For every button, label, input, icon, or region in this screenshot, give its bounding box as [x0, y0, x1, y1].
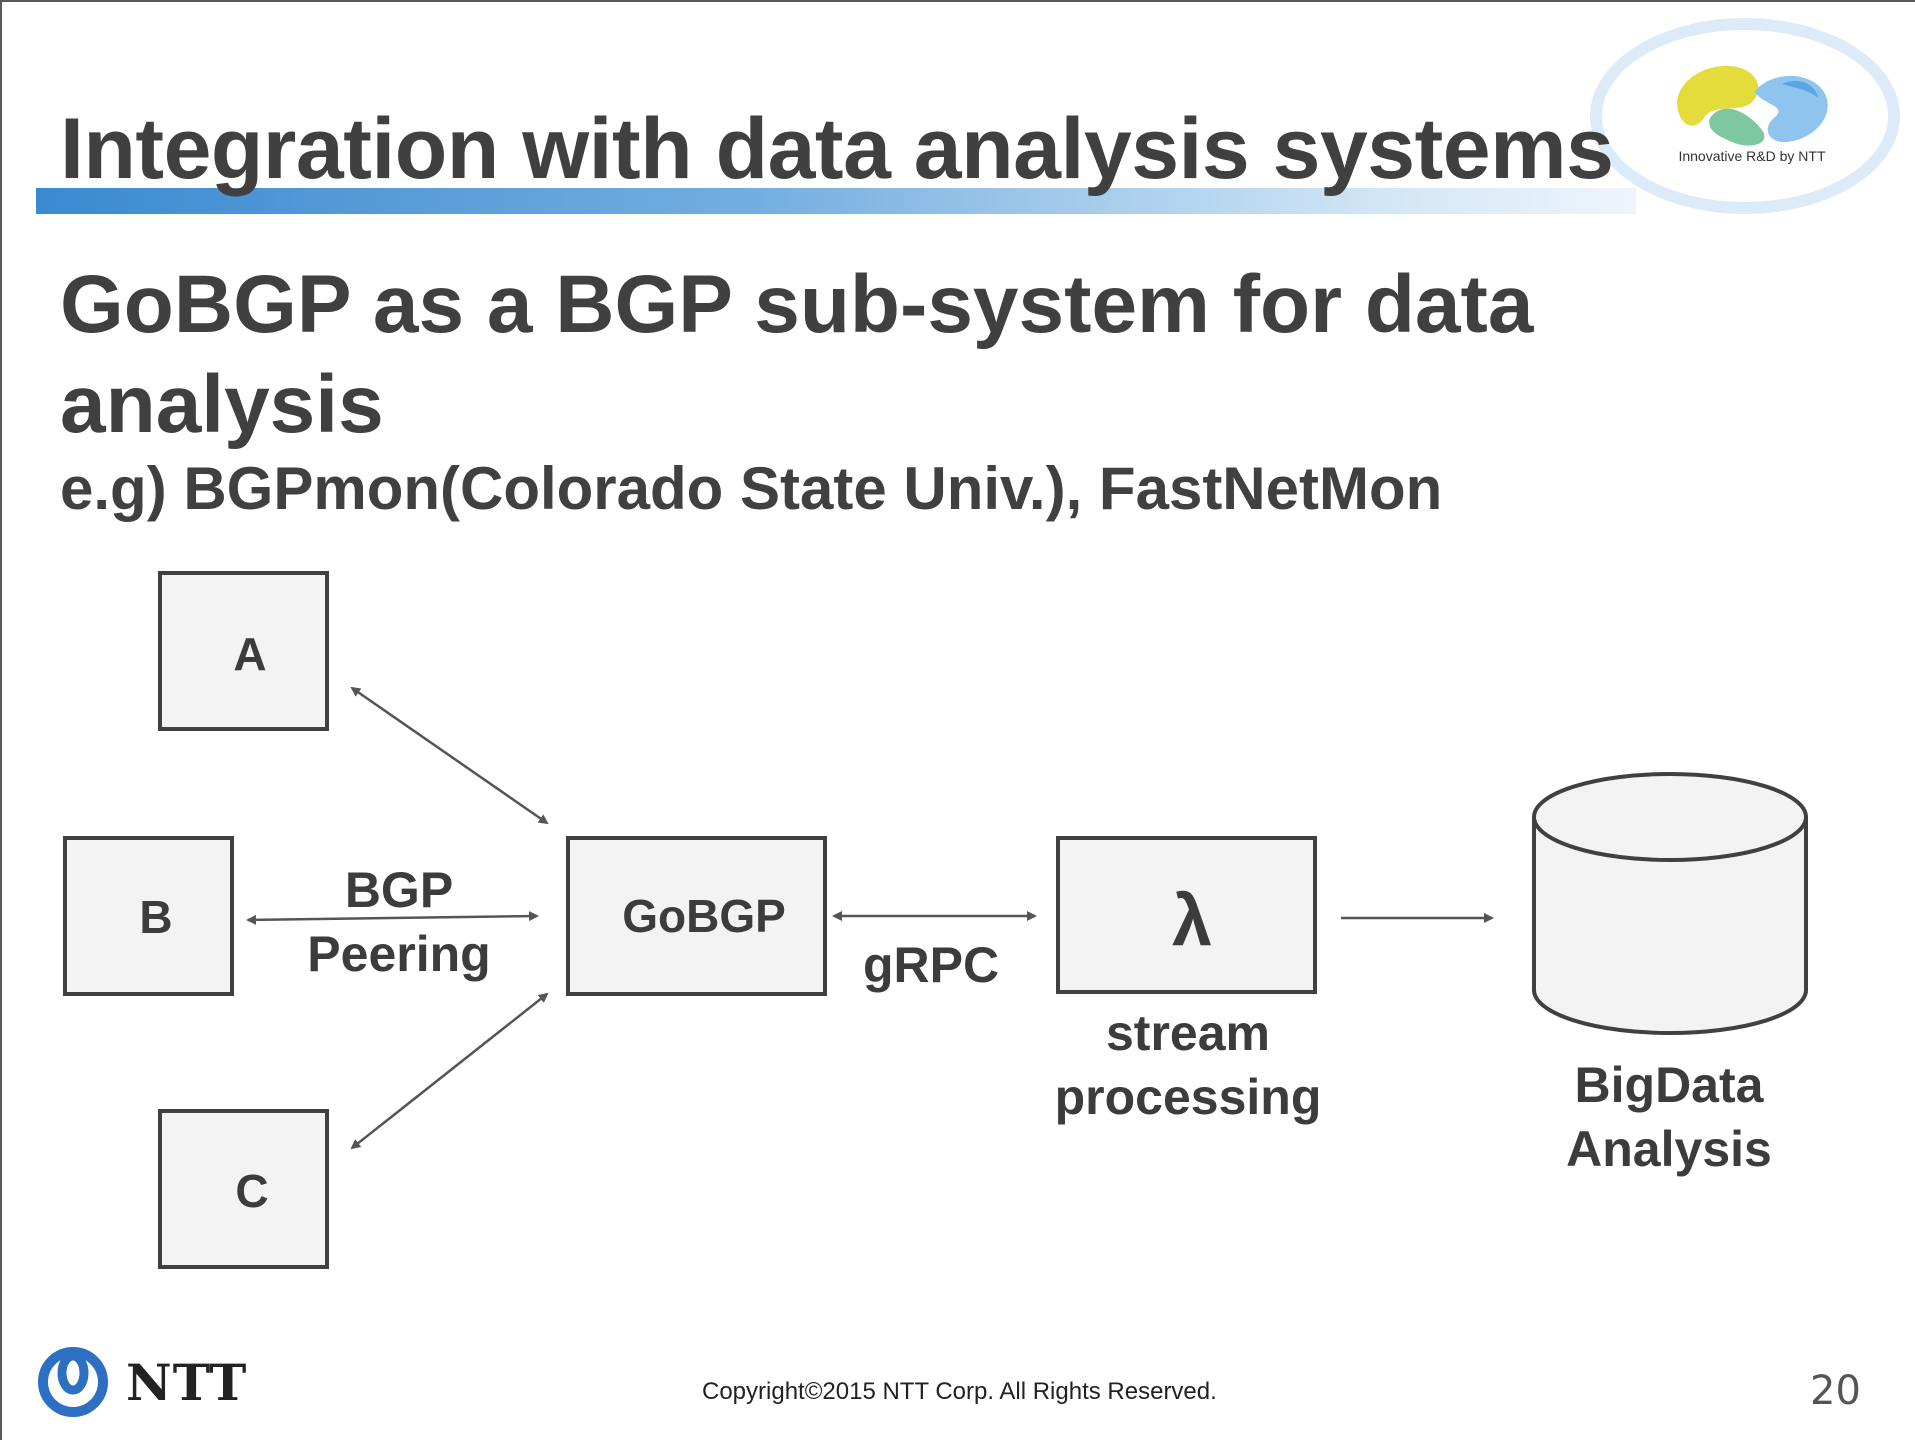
arrow-b-gobgp	[246, 911, 539, 925]
stream-processing-label-line2: processing	[1055, 1069, 1322, 1125]
innovative-rnd-logo-icon	[1677, 65, 1828, 146]
bgp-peering-label-line2: Peering	[307, 926, 490, 982]
subline: e.g) BGPmon(Colorado State Univ.), FastN…	[60, 455, 1443, 522]
peer-a-box	[158, 571, 329, 731]
stream-processing-label-line1: stream	[1106, 1005, 1270, 1061]
ntt-brand-wordmark: NTT	[126, 1353, 248, 1412]
gobgp-box	[566, 836, 827, 996]
bgp-peering-label-line1: BGP	[345, 862, 453, 918]
lambda-box	[1056, 836, 1317, 994]
peer-b-box	[63, 836, 234, 996]
grpc-label: gRPC	[863, 937, 999, 993]
ntt-logo-icon	[38, 1347, 108, 1417]
copyright-notice: Copyright©2015 NTT Corp. All Rights Rese…	[702, 1378, 1217, 1405]
bigdata-cylinder	[1532, 772, 1808, 1035]
bigdata-analysis-label-line1: BigData	[1575, 1057, 1765, 1113]
peer-c-label: C	[235, 1165, 268, 1217]
bigdata-analysis-label-line2: Analysis	[1566, 1121, 1772, 1177]
page-title: Integration with data analysis systems	[60, 101, 1614, 197]
logo-tagline: Innovative R&D by NTT	[1678, 148, 1826, 164]
headline: GoBGP as a BGP sub-system for data analy…	[60, 259, 1534, 450]
peer-c-box	[158, 1109, 329, 1269]
peer-a-label: A	[233, 628, 266, 680]
arrow-c-gobgp	[350, 992, 549, 1150]
title-underline-bar	[36, 188, 1636, 214]
lambda-label: λ	[1172, 881, 1212, 961]
peer-b-label: B	[139, 891, 172, 943]
arrow-a-gobgp	[350, 686, 549, 825]
gobgp-label: GoBGP	[622, 890, 786, 942]
page-number: 20	[1810, 1368, 1861, 1414]
